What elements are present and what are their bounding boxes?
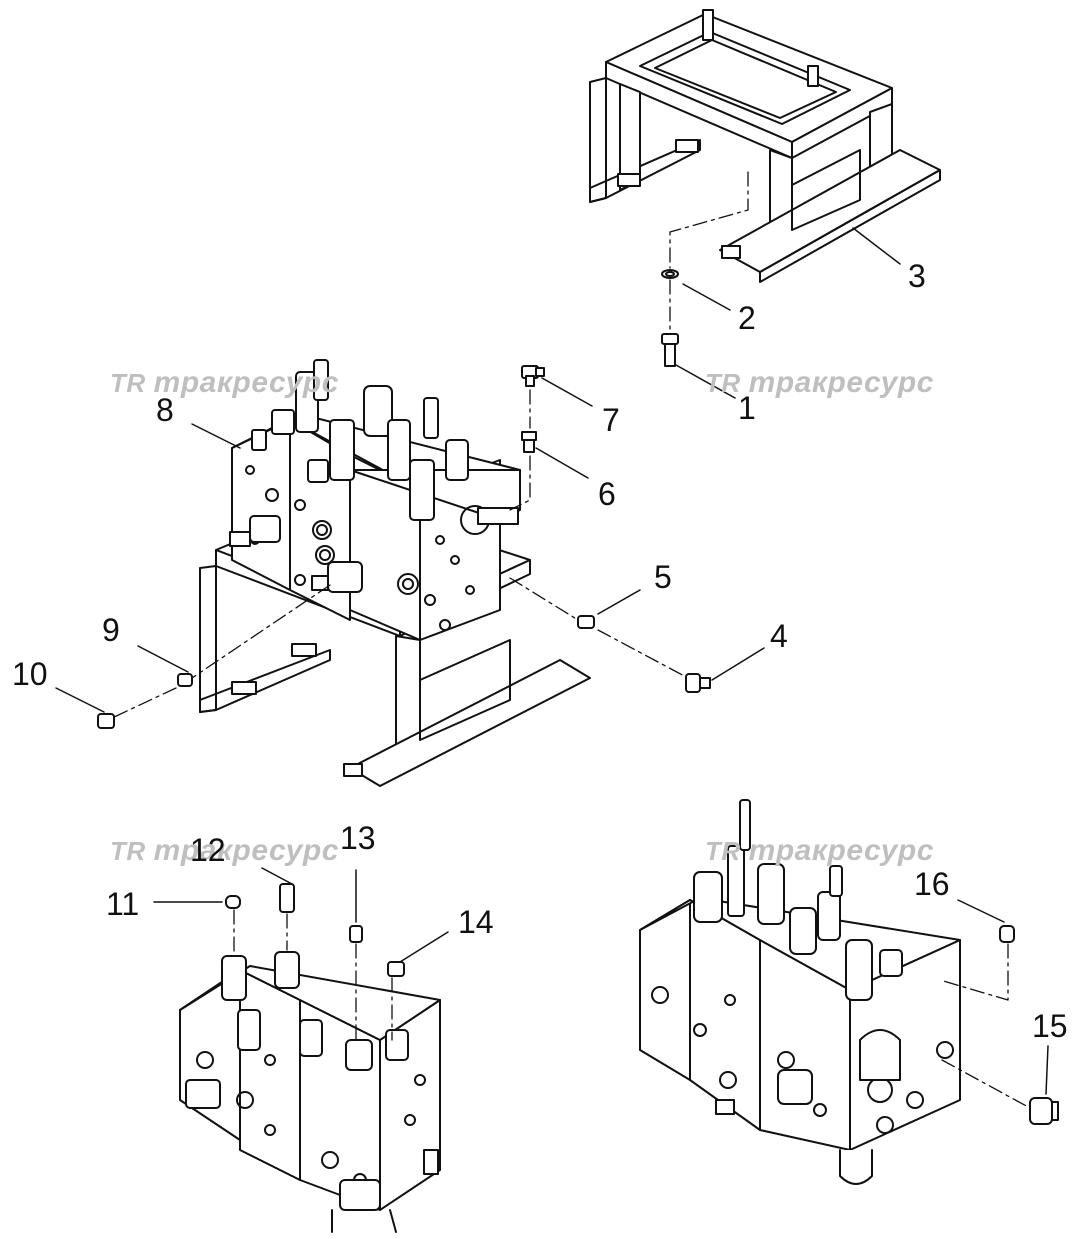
dashdot-leader [669, 171, 749, 269]
fitting-9 [177, 673, 193, 687]
bolt [661, 333, 679, 367]
callout-16: 16 [914, 866, 950, 902]
callout-3: 3 [908, 258, 926, 294]
fitting-10 [97, 713, 115, 729]
fitting-7 [521, 365, 545, 387]
callout-12: 12 [190, 832, 226, 868]
fitting-13 [349, 925, 363, 943]
fitting-6 [521, 431, 537, 453]
callout-8: 8 [156, 392, 174, 428]
callout-14: 14 [458, 904, 494, 940]
callout-11: 11 [106, 886, 140, 922]
callout-10: 10 [12, 656, 48, 692]
callout-9: 9 [102, 612, 120, 648]
fitting-4 [685, 673, 711, 693]
callout-13: 13 [340, 820, 376, 856]
callout-5: 5 [654, 559, 672, 595]
fitting-12 [279, 883, 295, 913]
washer-hole [665, 271, 675, 277]
valve-assembly-middle [199, 359, 591, 787]
callout-2: 2 [738, 300, 756, 336]
fitting-14 [387, 961, 405, 977]
plug-16 [999, 925, 1015, 943]
callout-6: 6 [598, 476, 616, 512]
fitting-5 [577, 615, 595, 629]
callout-7: 7 [602, 402, 620, 438]
plug-11 [225, 895, 241, 909]
callout-1: 1 [738, 390, 756, 426]
valve-assembly-bottom-right [639, 799, 961, 1185]
valve-assembly-bottom-left [179, 951, 441, 1233]
callout-4: 4 [770, 618, 788, 654]
mounting-frame-top [589, 9, 941, 283]
plug-15 [1029, 1097, 1059, 1125]
callout-15: 15 [1032, 1008, 1068, 1044]
